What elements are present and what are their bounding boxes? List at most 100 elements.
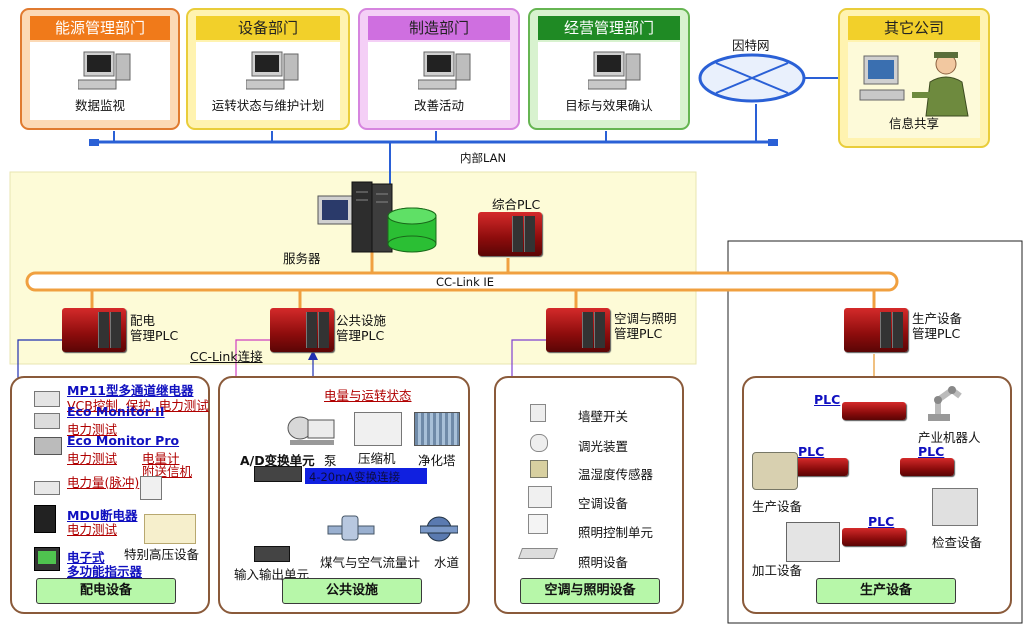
signal-bar [305,468,427,484]
ad-unit-label: A/D变换单元 [240,453,315,468]
dept-panel: 目标与效果确认 [538,42,680,120]
plc-label-left: PLC [798,444,825,459]
operator-at-computer-icon [859,52,969,117]
io-unit-icon [254,546,290,562]
pump-icon [287,416,335,445]
pulse-meter-icon [34,481,60,495]
water-label: 水道 [434,555,460,570]
cc-link-connection-label: CC-Link连接 [190,349,263,364]
dept-title: 经营管理部门 [538,16,680,40]
production-plc-label: 生产设备 管理PLC [912,311,962,341]
dept-manufacturing: 制造部门 改善活动 [358,8,520,130]
mdu-desc: 电力测试 [67,522,118,537]
machining-equipment-icon [786,522,840,562]
dept-caption: 数据监视 [74,98,125,113]
utility-plc-icon [270,308,334,352]
pump-label: 泵 [324,453,337,468]
integrated-plc-icon [478,212,542,256]
dept-panel: 数据监视 [30,42,170,120]
ad-unit-icon [254,466,302,482]
production-plc-line1: 生产设备 [912,311,963,326]
ring-plc-top [842,402,906,420]
inspection-equipment-icon [932,488,978,526]
hvac-item-2: 温湿度传感器 [578,467,654,482]
cc-link-ie-label: CC-Link IE [436,275,495,289]
mdu-name: MDU断电器 [67,508,138,523]
hv-equipment-icon [144,514,196,544]
hvac-plc-icon [546,308,610,352]
utility-plc-label: 公共设施 管理PLC [336,313,386,343]
relay-desc: VCB控制, 保护, 电力测试 [67,398,209,413]
ring-plc-right [900,458,954,476]
other-company-title: 其它公司 [848,16,980,40]
hvac-button[interactable]: 空调与照明设备 [520,578,660,604]
plc-label-top: PLC [814,392,841,407]
power-equipment-button[interactable]: 配电设备 [36,578,176,604]
dept-equipment: 设备部门 运转状态与维护计划 [186,8,350,130]
production-plc-line2: 管理PLC [912,326,961,341]
energy-meter-icon [140,476,162,500]
ring-plc-bottom [842,528,906,546]
flow-meter-icon [327,515,375,541]
power-plc-line2: 管理PLC [130,328,179,343]
other-company-caption: 信息共享 [888,116,939,131]
integrated-plc-label: 综合PLC [492,197,541,212]
eco-monitor-name: Eco Monitor II [67,404,165,419]
water-meter-icon [420,516,458,542]
hvac-plc-line1: 空调与照明 [614,311,677,326]
meter-label2: 附送信机 [142,464,193,479]
power-plc-label: 配电 管理PLC [130,313,178,343]
air-conditioner-icon [528,486,552,508]
robot-icon [928,386,962,421]
computer-icon [418,51,471,90]
internet-label: 因特网 [732,38,770,53]
server-label: 服务器 [283,251,321,266]
dept-caption: 目标与效果确认 [565,98,653,113]
dept-title: 制造部门 [368,16,510,40]
dept-panel: 改善活动 [368,42,510,120]
lan-label: 内部LAN [460,151,507,165]
mdu-breaker-icon [34,505,56,533]
meter-label: 电量计 [142,451,180,466]
lighting-icon [517,548,559,559]
dept-caption: 运转状态与维护计划 [211,98,325,113]
hvac-item-3: 空调设备 [578,496,629,511]
eco-monitor-desc: 电力测试 [67,422,118,437]
hvac-plc-line2: 管理PLC [614,326,663,341]
production-button[interactable]: 生产设备 [816,578,956,604]
utility-button[interactable]: 公共设施 [282,578,422,604]
utility-plc-line2: 管理PLC [336,328,385,343]
robot-label: 产业机器人 [918,430,981,445]
other-company: 其它公司 信息共享 [838,8,990,148]
hvac-plc-label: 空调与照明 管理PLC [614,311,677,341]
dept-energy: 能源管理部门 数据监视 [20,8,180,130]
hvac-item-1: 调光装置 [578,439,629,454]
production-plc-icon [844,308,908,352]
server-icon [317,181,437,253]
indicator-name2: 多功能指示器 [67,564,143,579]
machining-label: 加工设备 [752,563,803,578]
cooling-tower-label: 净化塔 [418,453,456,468]
ring-plc-left [794,458,848,476]
plc-label-right: PLC [918,444,945,459]
dept-title: 能源管理部门 [30,16,170,40]
relay-name: MP11型多通道继电器 [67,383,194,398]
utility-plc-line1: 公共设施 [336,313,387,328]
compressor-label: 压缩机 [358,451,396,466]
relay-icon [34,391,60,407]
computer-icon [246,51,299,90]
power-plc-icon [62,308,126,352]
dept-caption: 改善活动 [413,98,464,113]
flow-meter-label: 煤气与空气流量计 [320,555,421,570]
eco-monitor-pro-name: Eco Monitor Pro [67,433,180,448]
inspection-label: 检查设备 [932,535,983,550]
plc-label-bottom: PLC [868,514,895,529]
hvac-panel [494,376,684,614]
dimmer-icon [530,434,548,452]
hv-equipment-label: 特别高压设备 [124,547,200,562]
power-plc-line1: 配电 [130,313,156,328]
compressor-icon [354,412,402,446]
sensor-icon [530,460,548,478]
production-equipment-icon [752,452,798,490]
dept-panel: 运转状态与维护计划 [196,42,340,120]
